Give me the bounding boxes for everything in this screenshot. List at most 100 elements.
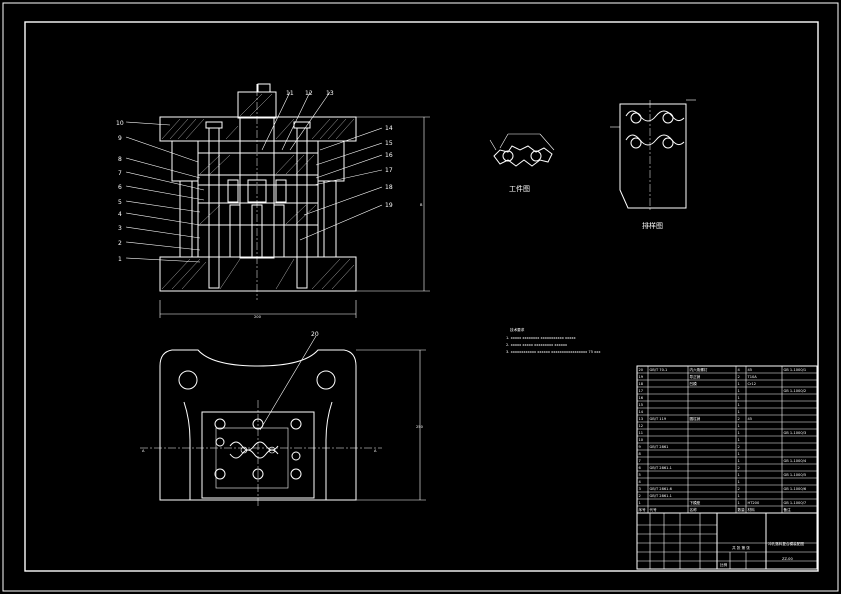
notes-line-2: 2. xxxxx xxxxx xxxxxxxxx xxxxxx: [506, 343, 568, 347]
bom-cell: 凹模: [690, 381, 698, 386]
bom-cell: Cr12: [748, 382, 757, 386]
part-number-16: 16: [385, 152, 393, 159]
part-number-9: 9: [118, 135, 122, 142]
bom-cell: 2: [639, 494, 641, 498]
bom-cell: GB/T 2861.1: [650, 466, 672, 470]
bom-cell: 1: [738, 410, 740, 414]
workpiece-figure: [489, 133, 555, 167]
part-number-15: 15: [385, 140, 393, 147]
bom-cell: GB/T 2861: [650, 445, 669, 449]
section-mark-a2: A: [374, 449, 377, 453]
bom-cell: 45: [748, 368, 753, 372]
drawing-title: 冲孔落料复合模装配图: [768, 541, 804, 546]
layout-caption: 排样图: [642, 221, 663, 230]
bom-cell: 2: [738, 487, 740, 491]
workpiece-caption: 工件图: [509, 184, 530, 193]
bom-cell: GB/T 119: [650, 417, 667, 421]
bom-cell: 1: [738, 494, 740, 498]
bom-table: [636, 365, 818, 514]
part-number-19: 19: [385, 202, 393, 209]
bom-cell: 1: [738, 480, 740, 484]
title-block: [636, 512, 818, 570]
dim-width-front: 200: [254, 315, 262, 319]
bom-cell: 6: [639, 466, 642, 470]
drawing-number: ZZ-00: [782, 557, 793, 561]
bom-cell: 10: [639, 438, 644, 442]
dim-plan-height: 250: [416, 425, 424, 429]
part-number-2: 2: [118, 240, 122, 247]
bom-cell: GB 1-1000/7: [784, 501, 807, 505]
bom-cell: 1: [738, 396, 740, 400]
bom-cell: GB/T 2861.1: [650, 494, 672, 498]
bom-cell: GB 1-1000/4: [784, 459, 807, 463]
bom-cell: 1: [738, 431, 740, 435]
bom-cell: GB 1-1000/3: [784, 431, 807, 435]
part-leaders: [125, 91, 383, 431]
bom-cell: 19: [639, 375, 644, 379]
bom-cell: 17: [639, 389, 644, 393]
bom-cell: 4: [639, 480, 642, 484]
front-section-view: [159, 83, 430, 318]
inner-border: [24, 21, 819, 572]
bom-cell: 11: [639, 431, 644, 435]
bom-cell: GB 1-1000/6: [784, 487, 807, 491]
bom-cell: T10A: [747, 375, 758, 379]
bom-cell: 2: [738, 375, 740, 379]
bom-cell: 45: [748, 417, 753, 421]
bom-cell: 序号: [639, 507, 647, 512]
notes-line-1: 1. xxxxx xxxxxxxx xxxxxxxxxxx xxxxx: [506, 336, 577, 340]
bom-cell: 4: [738, 368, 741, 372]
bom-cell: GB 1-1000/5: [784, 473, 807, 477]
bom-cell: 备注: [784, 507, 792, 512]
bom-cell: HT200: [748, 501, 760, 505]
bom-cell: 16: [639, 396, 644, 400]
part-number-20: 20: [311, 331, 319, 338]
bom-cell: 下模座: [690, 500, 701, 505]
bom-cell: 13: [639, 417, 644, 421]
bom-cell: 8: [639, 452, 642, 456]
bom-cell: GB/T 70.1: [650, 368, 668, 372]
bom-cell: 20: [639, 368, 644, 372]
bom-cell: 1: [738, 459, 740, 463]
bom-cell: GB/T 2861.6: [650, 487, 673, 491]
bom-cell: 1: [738, 389, 740, 393]
bom-cell: 数量: [738, 507, 746, 512]
bom-cell: 1: [738, 438, 740, 442]
bom-cell: 18: [639, 382, 644, 386]
bom-cell: 2: [738, 445, 740, 449]
bom-cell: 2: [738, 466, 740, 470]
part-number-10: 10: [116, 120, 124, 127]
bom-cells: 20 GB/T 70.1 内六角螺钉 4 45 GB 1-1000/1 19 导正销 2 T10A…: [639, 367, 807, 512]
bom-cell: 内六角螺钉: [690, 367, 708, 372]
sheet-label: 共 张 第 张: [732, 545, 750, 550]
bom-cell: 1: [738, 403, 740, 407]
bom-cell: 圆柱销: [690, 416, 701, 421]
dim-height-front: B: [420, 203, 423, 207]
bom-cell: 12: [639, 424, 644, 428]
bom-cell: 代号: [650, 507, 658, 512]
bom-cell: GB 1-1000/2: [784, 389, 807, 393]
bom-cell: 1: [738, 452, 740, 456]
part-number-4: 4: [118, 211, 122, 218]
notes-line-3: 3. xxxxxxxxxxxx xxxxxx xxxxxxxxxxxxxxxxx…: [506, 350, 601, 354]
bom-cell: 7: [639, 459, 641, 463]
plan-view: [140, 349, 426, 506]
bom-cell: 1: [738, 382, 740, 386]
bom-cell: GB 1-1000/1: [784, 368, 807, 372]
scale-label: 比例: [720, 562, 728, 567]
bom-cell: 名称: [690, 507, 698, 512]
part-number-13: 13: [326, 90, 334, 97]
part-number-11: 11: [286, 90, 294, 97]
strip-layout-figure: [610, 99, 696, 210]
bom-cell: 1: [738, 501, 740, 505]
bom-cell: 14: [639, 410, 644, 414]
part-number-6: 6: [118, 184, 122, 191]
bom-cell: 1: [738, 473, 740, 477]
bom-cell: 3: [639, 487, 641, 491]
bom-cell: 1: [639, 501, 641, 505]
part-number-17: 17: [385, 167, 393, 174]
part-number-5: 5: [118, 199, 122, 206]
bom-cell: 导正销: [690, 374, 701, 379]
